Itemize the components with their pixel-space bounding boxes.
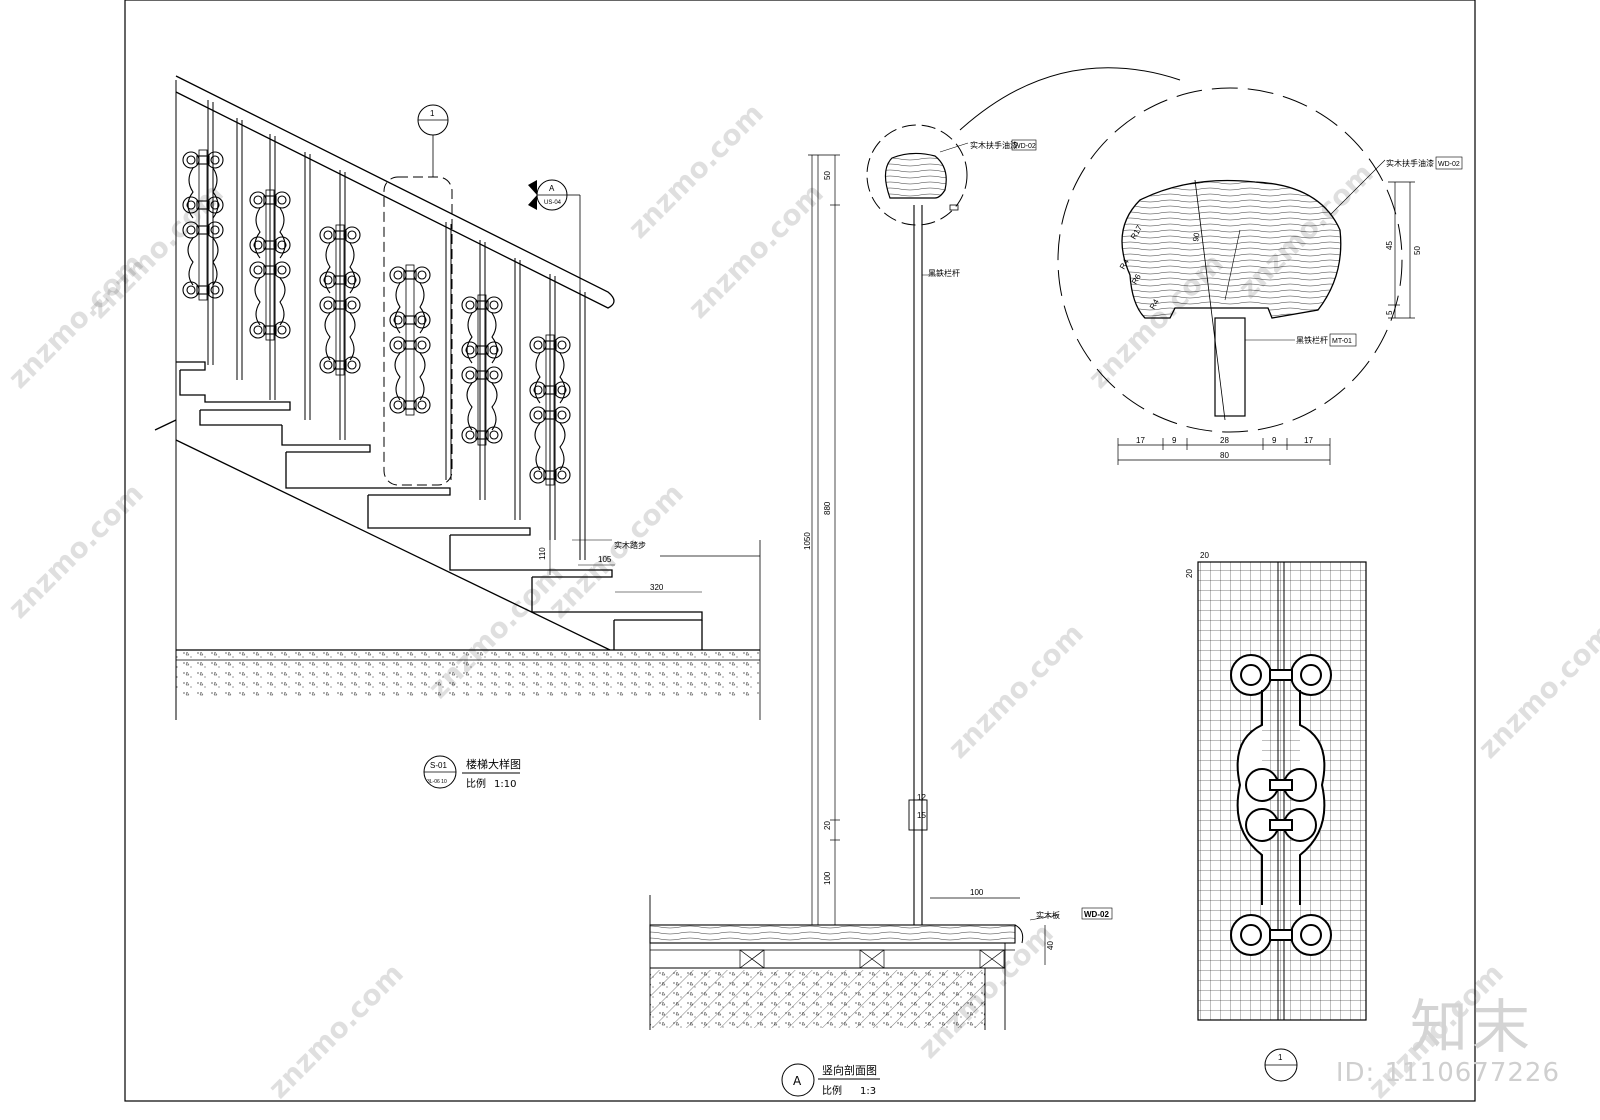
- svg-text:1:10: 1:10: [494, 779, 516, 790]
- svg-text:比例: 比例: [466, 777, 486, 790]
- svg-text:黑铁栏杆: 黑铁栏杆: [928, 268, 960, 278]
- svg-text:50: 50: [1413, 246, 1422, 255]
- stair-elevation: 实木踏步 110 105 320 1 A US-04 S-01 3L-06 10…: [154, 75, 761, 790]
- svg-text:1: 1: [430, 109, 435, 118]
- stair-title-block: S-01 3L-06 10 楼梯大样图 比例 1:10: [423, 755, 521, 790]
- svg-text:比例: 比例: [822, 1084, 842, 1097]
- svg-text:100: 100: [823, 871, 832, 885]
- riser-dim: 110: [538, 547, 547, 560]
- stair-steps: [154, 361, 703, 651]
- svg-text:黑铁栏杆: 黑铁栏杆: [1296, 335, 1328, 345]
- svg-text:15: 15: [917, 811, 926, 820]
- document-id: ID: 1110677226: [1335, 1058, 1560, 1088]
- svg-text:1: 1: [1278, 1053, 1283, 1062]
- svg-text:znzmo.com: znzmo.com: [542, 477, 690, 625]
- section-title-block: A 竖向剖面图 比例 1:3: [781, 1063, 880, 1097]
- svg-text:znzmo.com: znzmo.com: [942, 617, 1090, 765]
- svg-text:20: 20: [1200, 551, 1209, 560]
- svg-text:80: 80: [1220, 451, 1229, 460]
- svg-text:US-04: US-04: [544, 200, 562, 206]
- svg-text:实木扶手油漆: 实木扶手油漆: [970, 140, 1018, 150]
- svg-text:竖向剖面图: 竖向剖面图: [822, 1063, 877, 1077]
- nosing-dim: 105: [598, 555, 612, 564]
- svg-text:楼梯大样图: 楼梯大样图: [466, 757, 521, 771]
- sheet-border: [124, 0, 1476, 1102]
- svg-text:1:3: 1:3: [860, 1086, 876, 1097]
- svg-text:znzmo.com: znzmo.com: [622, 97, 770, 245]
- svg-text:40: 40: [1046, 941, 1055, 950]
- svg-text:A: A: [793, 1074, 802, 1088]
- svg-text:9: 9: [1272, 436, 1277, 445]
- svg-text:MT-01: MT-01: [1332, 338, 1352, 345]
- tread-dim: 320: [650, 583, 664, 592]
- svg-text:实木扶手油漆: 实木扶手油漆: [1386, 158, 1434, 168]
- svg-text:5: 5: [1385, 310, 1394, 315]
- svg-text:880: 880: [823, 501, 832, 515]
- svg-text:90: 90: [1191, 231, 1202, 242]
- svg-text:20: 20: [1185, 569, 1194, 578]
- svg-text:实木板: 实木板: [1036, 910, 1060, 920]
- svg-text:100: 100: [970, 888, 984, 897]
- handrail-profile-small: [884, 152, 947, 199]
- svg-text:A: A: [549, 184, 555, 193]
- svg-text:28: 28: [1220, 436, 1229, 445]
- svg-text:45: 45: [1385, 241, 1394, 250]
- detail-1-highlight: [383, 176, 453, 486]
- svg-text:3L-06 10: 3L-06 10: [427, 779, 447, 785]
- svg-text:znzmo.com: znzmo.com: [1472, 617, 1600, 765]
- baluster-panel-detail: 20 20 1: [1185, 551, 1367, 1082]
- vertical-section-a: 50 1050 880 20 100 实木扶手油漆 WD-02 12 15 黑铁…: [649, 124, 1113, 1097]
- svg-text:znzmo.com: znzmo.com: [682, 177, 830, 325]
- svg-text:1050: 1050: [803, 532, 812, 550]
- svg-text:17: 17: [1136, 436, 1145, 445]
- svg-text:WD-02: WD-02: [1438, 161, 1460, 168]
- svg-text:znzmo.com: znzmo.com: [262, 957, 410, 1105]
- handrail-detail: R17 R4 R6 R4 90 实木扶手油漆 WD-02 黑铁栏杆 MT-01 …: [1057, 87, 1463, 465]
- svg-text:znzmo.com: znzmo.com: [2, 477, 150, 625]
- svg-text:12: 12: [917, 793, 926, 802]
- tread-label: 实木踏步: [614, 540, 646, 550]
- svg-text:17: 17: [1304, 436, 1313, 445]
- svg-text:WD-02: WD-02: [1014, 143, 1036, 150]
- svg-text:9: 9: [1172, 436, 1177, 445]
- svg-text:S-01: S-01: [430, 761, 447, 770]
- brand-logo: 知末: [1409, 993, 1534, 1061]
- baluster-large: [1214, 317, 1246, 417]
- svg-text:50: 50: [823, 171, 832, 180]
- svg-text:20: 20: [823, 821, 832, 830]
- svg-text:WD-02: WD-02: [1084, 910, 1109, 919]
- stair-handrail: [175, 75, 615, 309]
- handrail-profile-large: [1121, 179, 1342, 319]
